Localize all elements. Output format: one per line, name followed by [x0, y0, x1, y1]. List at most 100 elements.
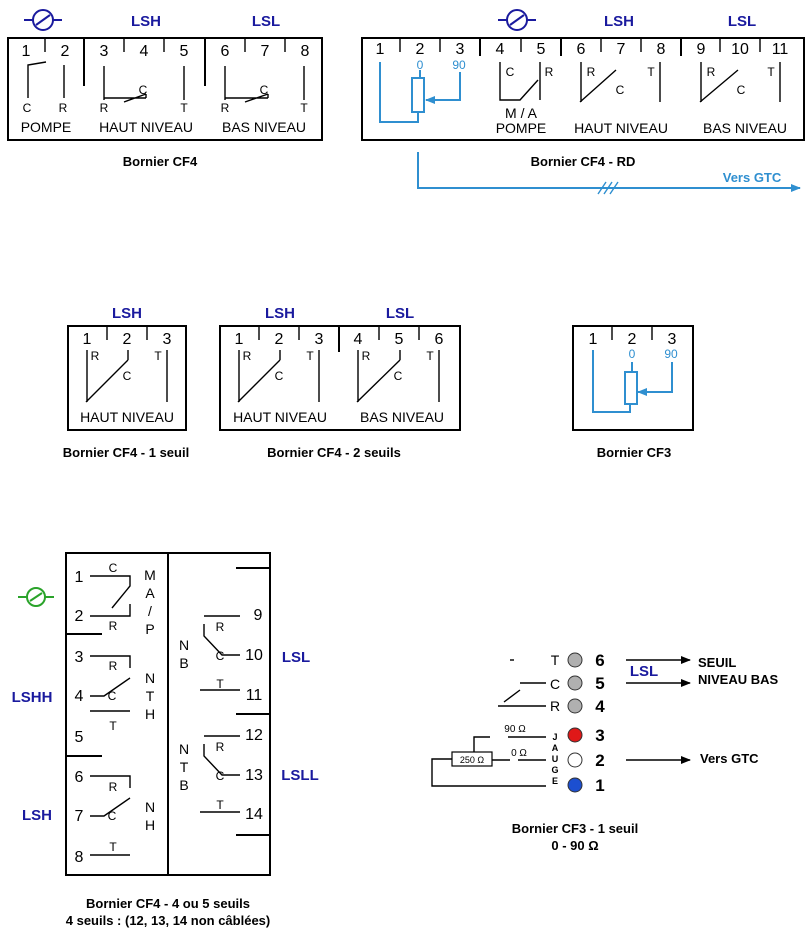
side-label-lsl: LSL	[282, 649, 310, 666]
terminal-6: 6	[221, 43, 230, 60]
terminal-block-cf3: 1 2 3 0 90 Bornier CF3	[572, 325, 694, 460]
number-5: 5	[595, 674, 604, 693]
terminal-10: 10	[245, 647, 263, 664]
indicator-led-icon	[567, 752, 583, 768]
contact-t: T	[300, 101, 308, 115]
contact-r: R	[216, 620, 225, 634]
contact-t: T	[306, 349, 314, 363]
label-nb-b: B	[179, 655, 188, 671]
header-lsh: LSH	[265, 305, 295, 322]
contact-c: C	[108, 809, 117, 823]
terminal-10: 10	[731, 41, 749, 58]
contact-r: R	[707, 65, 716, 79]
pump-icon	[18, 587, 54, 607]
seuil-label-1: SEUIL	[698, 655, 736, 670]
level-contact-haut	[579, 62, 661, 103]
number-2: 2	[595, 751, 604, 770]
label-map-m: M	[144, 567, 156, 583]
contact-c: C	[216, 649, 225, 663]
terminal-block-cf4: LSH LSL 1 2 3 4 5 6 7 8 C R R C T R C T	[7, 9, 323, 169]
label-ntb-n: N	[179, 741, 189, 757]
contact-c: C	[737, 83, 746, 97]
label-nth-h: H	[145, 706, 155, 722]
pump-icon	[498, 9, 536, 31]
side-label-lsh: LSH	[22, 807, 52, 824]
terminal-11: 11	[246, 687, 263, 704]
contact-c: C	[616, 83, 625, 97]
vers-gtc-label: Vers GTC	[700, 751, 759, 766]
caption-line-2: 4 seuils : (12, 13, 14 non câblées)	[66, 913, 270, 928]
level-contact-nh	[90, 775, 131, 856]
group-label-haut-niveau: HAUT NIVEAU	[233, 409, 327, 425]
contact-t: T	[109, 719, 117, 733]
side-label-lsll: LSLL	[281, 767, 319, 784]
terminal-9: 9	[697, 41, 706, 58]
header-lsl: LSL	[252, 13, 280, 30]
analog-potentiometer	[592, 350, 673, 413]
level-contact-bas	[699, 62, 781, 103]
caption: Bornier CF4 - 1 seuil	[63, 445, 189, 460]
contact-r: R	[216, 740, 225, 754]
terminal-block-cf4-2-seuils: LSH LSL 1 2 3 4 5 6 R C T R C T HAUT NIV…	[219, 305, 461, 460]
terminal-11: 11	[772, 41, 789, 58]
terminal-block-cf3-1-seuil: T C R 6 5 4 3 2 1 J A U G E 90 Ω 0 Ω 250…	[431, 651, 779, 853]
terminal-block-cf4-1-seuil: LSH 1 2 3 R C T HAUT NIVEAU Bornier CF4 …	[63, 305, 189, 460]
terminal-5: 5	[180, 43, 189, 60]
terminal-7: 7	[617, 41, 626, 58]
header-lsh: LSH	[131, 13, 161, 30]
terminal-3: 3	[75, 649, 84, 666]
contact-r: R	[587, 65, 596, 79]
caption: Bornier CF4 - RD	[531, 154, 636, 169]
block-frame	[7, 37, 323, 141]
contact-r: R	[109, 780, 118, 794]
contact-c: C	[108, 689, 117, 703]
pump-switch-contact	[90, 575, 131, 617]
contact-t: T	[767, 65, 775, 79]
ohm-0-label: 0 Ω	[511, 748, 527, 759]
terminal-8: 8	[301, 43, 310, 60]
contact-r: R	[362, 349, 371, 363]
label-nth-n: N	[145, 670, 155, 686]
label-lsl: LSL	[630, 663, 658, 680]
terminal-1: 1	[75, 569, 84, 586]
level-contact-haut	[85, 350, 168, 403]
level-contact-bas	[356, 350, 440, 403]
terminal-4: 4	[496, 41, 505, 58]
contact-r: R	[109, 619, 118, 633]
label-nh-h: H	[145, 817, 155, 833]
caption-line-1: Bornier CF4 - 4 ou 5 seuils	[86, 896, 250, 911]
caption: Bornier CF4 - 2 seuils	[267, 445, 401, 460]
level-contact-ntb	[203, 735, 240, 776]
terminal-1: 1	[235, 331, 244, 348]
level-contact-bas	[224, 66, 305, 103]
ohm-90-label: 90 Ω	[504, 724, 526, 735]
header-lsl: LSL	[728, 13, 756, 30]
indicator-led-icon	[567, 777, 583, 793]
terminal-2: 2	[275, 331, 284, 348]
header-lsh: LSH	[604, 13, 634, 30]
caption-line-2: 0 - 90 Ω	[551, 838, 598, 853]
terminal-4: 4	[75, 688, 84, 705]
contact-c: C	[506, 65, 515, 79]
terminal-3: 3	[456, 41, 465, 58]
contact-c: C	[394, 369, 403, 383]
terminal-4: 4	[140, 43, 149, 60]
jauge-u: U	[552, 754, 559, 764]
contact-t: T	[426, 349, 434, 363]
contact-r: R	[100, 101, 109, 115]
caption: Bornier CF4	[123, 154, 198, 169]
level-contact-nth	[90, 655, 131, 697]
number-4: 4	[595, 697, 605, 716]
contact-r: R	[59, 101, 68, 115]
terminal-14: 14	[245, 806, 263, 823]
group-label-haut-niveau: HAUT NIVEAU	[574, 120, 668, 136]
contact-r: R	[109, 659, 118, 673]
terminal-13: 13	[245, 767, 263, 784]
level-contact-nb	[203, 615, 240, 656]
contact-r: R	[221, 101, 230, 115]
group-label-bas-niveau: BAS NIVEAU	[360, 409, 444, 425]
terminal-5: 5	[537, 41, 546, 58]
indicator-led-icon	[567, 727, 583, 743]
terminal-6: 6	[75, 769, 84, 786]
jauge-e: E	[552, 776, 558, 786]
